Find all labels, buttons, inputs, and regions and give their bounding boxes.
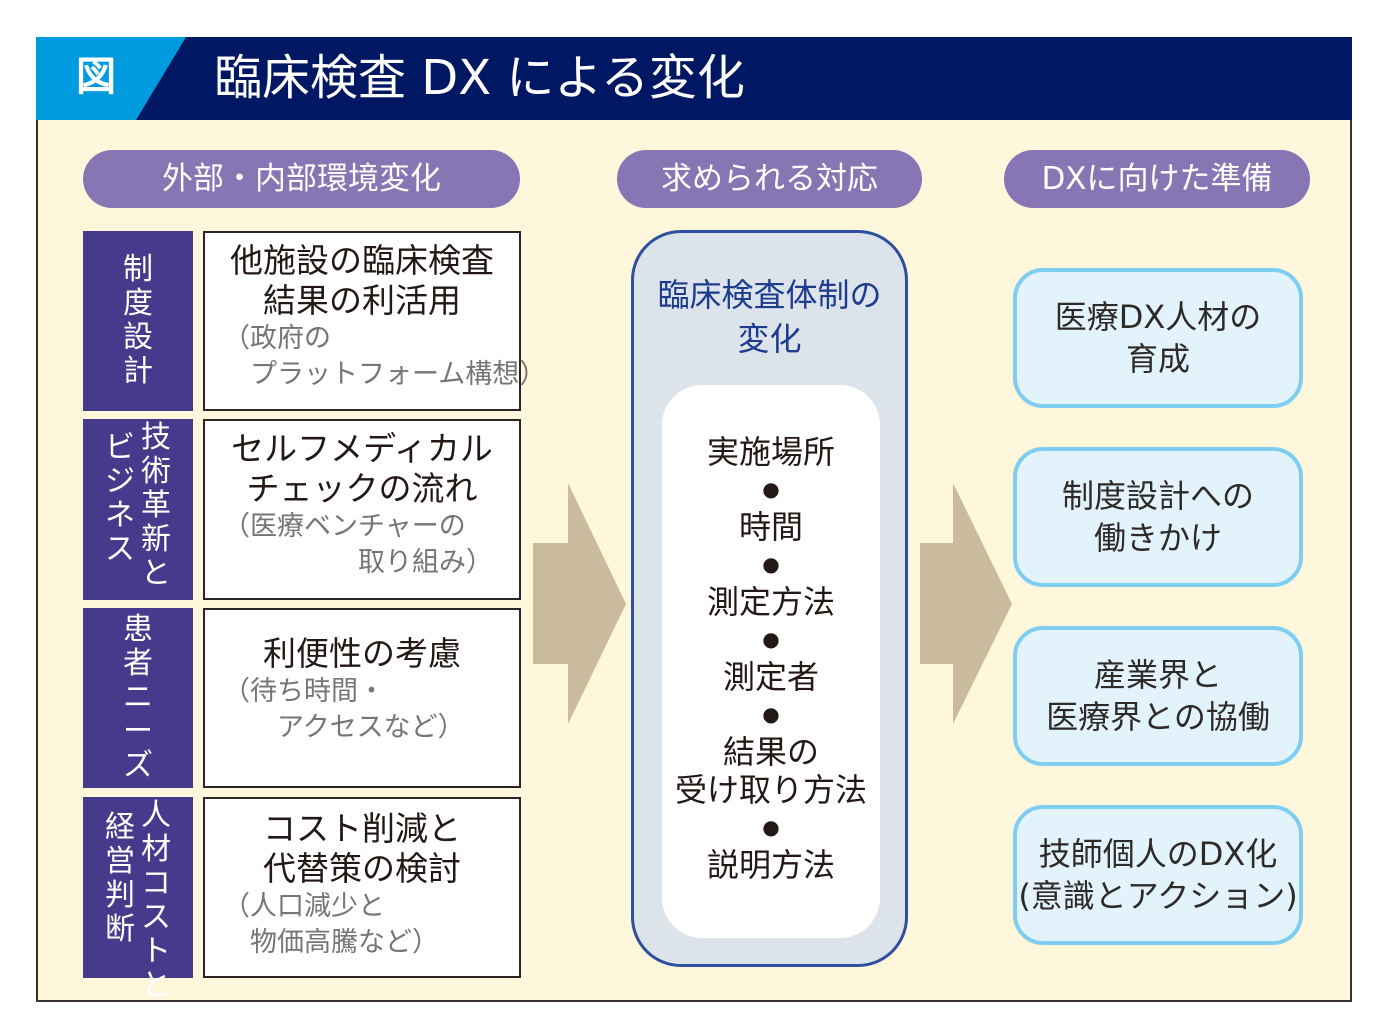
dx-preparation-line: 医療DX人材の xyxy=(1054,298,1262,336)
factor-main-text: 代替策の検討 xyxy=(263,849,461,888)
dx-preparation-box: 医療DX人材の育成 xyxy=(1013,268,1303,408)
center-title-line: 臨床検査体制の xyxy=(657,276,882,314)
category-label: 患者ニーズ xyxy=(83,608,193,788)
category-char: 断 xyxy=(105,912,135,947)
arrow-right-icon xyxy=(533,483,627,725)
heading-external-internal-change: 外部・内部環境変化 xyxy=(83,150,520,208)
category-char: 材 xyxy=(141,832,171,867)
factor-sub-text: （人口減少と xyxy=(223,891,385,922)
category-char: 人 xyxy=(141,798,171,833)
factor-sub-text: （医療ベンチャーの xyxy=(223,511,466,542)
figure-header: 図 臨床検査 DX による変化 xyxy=(36,37,1352,120)
category-label: 人材コストと経営判断 xyxy=(83,797,193,1003)
category-char: ビ xyxy=(105,430,135,465)
center-item: 説明方法 xyxy=(706,846,835,884)
category-label: 制度設計 xyxy=(83,231,193,411)
bullet-separator-icon: ● xyxy=(762,477,780,501)
dx-preparation-text: 医療DX人材の育成 xyxy=(1055,296,1262,380)
heading-required-response: 求められる対応 xyxy=(617,150,922,208)
factor-main-text: 結果の利活用 xyxy=(263,281,461,320)
category-char: 新 xyxy=(141,522,171,557)
dx-preparation-box: 技師個人のDX化 (意識とアクション) xyxy=(1013,805,1303,945)
center-item: 結果の xyxy=(722,733,819,771)
dx-preparation-text: 技師個人のDX化 (意識とアクション) xyxy=(1018,833,1297,917)
dx-preparation-text: 制度設計への働きかけ xyxy=(1062,475,1254,559)
center-item: 時間 xyxy=(738,508,803,546)
dx-preparation-box: 制度設計への働きかけ xyxy=(1013,447,1303,587)
factor-card: セルフメディカルチェックの流れ（医療ベンチャーの 取り組み） xyxy=(203,419,521,600)
figure-title: 臨床検査 DX による変化 xyxy=(214,50,745,106)
factor-main-text: コスト削減と xyxy=(263,809,461,848)
category-char: ネ xyxy=(105,498,135,533)
category-char: 判 xyxy=(105,878,135,913)
category-char: 営 xyxy=(105,844,135,879)
center-items-list: 実施場所 ● 時間 ● 測定方法 ● 測定者 ● 結果の受け取り方法 ● 説明方法 xyxy=(662,433,880,884)
factor-card: 他施設の臨床検査結果の利活用（政府の プラットフォーム構想） xyxy=(203,231,547,411)
center-item: 実施場所 xyxy=(706,433,835,471)
dx-preparation-text: 産業界と医療界との協働 xyxy=(1046,654,1270,738)
category-char: ズ xyxy=(123,748,153,783)
category-char: 技 xyxy=(141,420,171,455)
category-char: 経 xyxy=(105,810,135,845)
center-item: 測定者 xyxy=(722,658,819,696)
category-label-column: ビジネス xyxy=(103,431,137,567)
category-char: 計 xyxy=(123,354,153,389)
category-char: 術 xyxy=(141,454,171,489)
dx-preparation-box: 産業界と医療界との協働 xyxy=(1013,626,1303,766)
factor-main-text: 利便性の考慮 xyxy=(263,634,461,673)
clinical-lab-system-change-box: 臨床検査体制の 変化 実施場所 ● 時間 ● 測定方法 ● 測定者 ● 結果の受け取り方法 ● 説明… xyxy=(631,230,908,967)
factor-main-text: 他施設の臨床検査 xyxy=(230,241,494,280)
category-label-column: 制度設計 xyxy=(121,253,155,389)
factor-sub-text: 取り組み） xyxy=(223,547,493,578)
category-char: ジ xyxy=(105,464,135,499)
factor-card: 利便性の考慮（待ち時間・ アクセスなど） xyxy=(203,608,521,788)
figure-tab-label: 図 xyxy=(76,54,116,100)
dx-preparation-line: 制度設計への xyxy=(1061,477,1254,515)
category-char: 革 xyxy=(141,488,171,523)
dx-preparation-line: 育成 xyxy=(1125,340,1190,378)
category-char: 患 xyxy=(123,612,153,647)
factor-card: コスト削減と代替策の検討（人口減少と 物価高騰など） xyxy=(203,797,521,978)
category-label-column: 患者ニーズ xyxy=(121,613,155,783)
category-label-column: 経営判断 xyxy=(103,811,137,947)
bullet-separator-icon: ● xyxy=(762,702,780,726)
center-items-panel: 実施場所 ● 時間 ● 測定方法 ● 測定者 ● 結果の受け取り方法 ● 説明方法 xyxy=(662,385,880,938)
factor-sub-text: 物価高騰など） xyxy=(223,927,439,958)
category-label: 技術革新とビジネス xyxy=(83,419,193,600)
category-char: ス xyxy=(105,532,135,567)
category-char: 者 xyxy=(123,646,153,681)
category-char: ト xyxy=(141,934,171,969)
bullet-separator-icon: ● xyxy=(762,815,780,839)
category-char: 度 xyxy=(123,286,153,321)
factor-sub-text: プラットフォーム構想） xyxy=(223,359,547,390)
category-char: ー xyxy=(123,714,153,749)
dx-preparation-line: 産業界と xyxy=(1093,656,1222,694)
factor-main-text: チェックの流れ xyxy=(246,469,478,508)
category-char: ス xyxy=(141,900,171,935)
factor-sub-text: アクセスなど） xyxy=(223,712,465,743)
center-title-line: 変化 xyxy=(737,320,802,358)
category-char: コ xyxy=(141,866,171,901)
center-item: 受け取り方法 xyxy=(674,771,867,809)
dx-preparation-line: 技師個人のDX化 xyxy=(1038,835,1278,873)
arrow-right-icon xyxy=(920,483,1014,725)
dx-preparation-line: (意識とアクション) xyxy=(1018,877,1298,915)
category-char: と xyxy=(141,968,171,1003)
factor-sub-text: （政府の xyxy=(223,323,331,354)
category-char: 制 xyxy=(123,252,153,287)
category-label-column: 技術革新と xyxy=(139,421,173,591)
center-title: 臨床検査体制の 変化 xyxy=(634,273,905,361)
category-char: 設 xyxy=(123,320,153,355)
dx-preparation-line: 働きかけ xyxy=(1093,519,1222,557)
bullet-separator-icon: ● xyxy=(762,552,780,576)
category-char: ニ xyxy=(123,680,153,715)
heading-dx-preparation: DXに向けた準備 xyxy=(1004,150,1310,208)
category-char: と xyxy=(141,556,171,591)
center-item: 測定方法 xyxy=(706,583,835,621)
factor-main-text: セルフメディカル xyxy=(231,429,493,468)
factor-sub-text: （待ち時間・ xyxy=(223,676,385,707)
dx-preparation-line: 医療界との協働 xyxy=(1046,698,1270,736)
category-label-column: 人材コストと xyxy=(139,799,173,1003)
bullet-separator-icon: ● xyxy=(762,627,780,651)
